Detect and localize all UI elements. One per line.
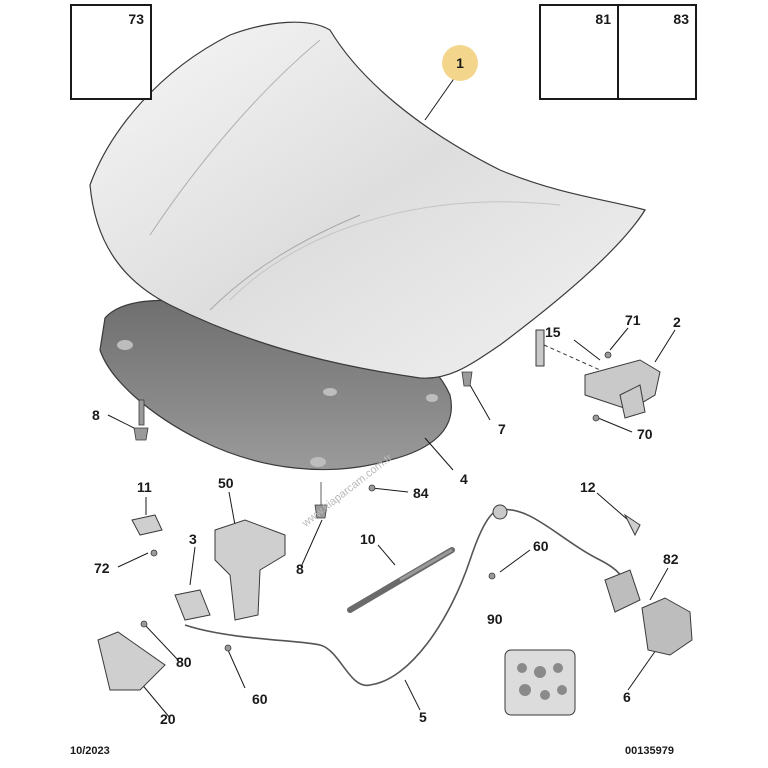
callout-8[interactable]: 8 xyxy=(92,407,100,423)
callout-3[interactable]: 3 xyxy=(189,531,197,547)
callout-50[interactable]: 50 xyxy=(218,475,234,491)
inset-ref: 81 xyxy=(595,11,611,27)
callout-12[interactable]: 12 xyxy=(580,479,596,495)
callout-2[interactable]: 2 xyxy=(673,314,681,330)
callout-60[interactable]: 60 xyxy=(252,691,268,707)
highlighted-ref: 1 xyxy=(456,55,464,71)
inset-box-73: 73 xyxy=(70,4,152,100)
hood-hinge xyxy=(535,329,661,419)
callout-15[interactable]: 15 xyxy=(545,324,561,340)
hinge-bracket xyxy=(214,519,286,621)
hood-panel xyxy=(89,21,646,379)
callout-8[interactable]: 8 xyxy=(296,561,304,577)
inset-box-81: 81 xyxy=(539,4,619,100)
hood-lock xyxy=(641,597,693,656)
callout-82[interactable]: 82 xyxy=(663,551,679,567)
highlighted-callout[interactable]: 1 xyxy=(442,45,478,81)
callout-4[interactable]: 4 xyxy=(460,471,468,487)
footer-reference: 00135979 xyxy=(625,745,674,757)
clip xyxy=(131,514,163,536)
callout-6[interactable]: 6 xyxy=(623,689,631,705)
trim-clip xyxy=(623,513,641,537)
callout-20[interactable]: 20 xyxy=(160,711,176,727)
callout-60[interactable]: 60 xyxy=(533,538,549,554)
inset-ref: 83 xyxy=(673,11,689,27)
release-cable xyxy=(184,508,626,687)
lock-actuator xyxy=(604,569,641,613)
callout-72[interactable]: 72 xyxy=(94,560,110,576)
gas-strut xyxy=(347,547,455,613)
callout-11[interactable]: 11 xyxy=(137,479,152,495)
callout-80[interactable]: 80 xyxy=(176,654,192,670)
fastener-kit xyxy=(504,649,576,716)
callout-70[interactable]: 70 xyxy=(637,426,653,442)
inset-box-83: 83 xyxy=(617,4,697,100)
latch-assembly xyxy=(174,589,211,621)
inset-ref: 73 xyxy=(128,11,144,27)
callout-10[interactable]: 10 xyxy=(360,531,376,547)
callout-71[interactable]: 71 xyxy=(625,312,641,328)
guard-plate xyxy=(97,631,166,691)
footer-date: 10/2023 xyxy=(70,745,110,757)
callout-5[interactable]: 5 xyxy=(419,709,427,725)
callout-7[interactable]: 7 xyxy=(498,421,506,437)
callout-84[interactable]: 84 xyxy=(413,485,429,501)
callout-90[interactable]: 90 xyxy=(487,611,503,627)
